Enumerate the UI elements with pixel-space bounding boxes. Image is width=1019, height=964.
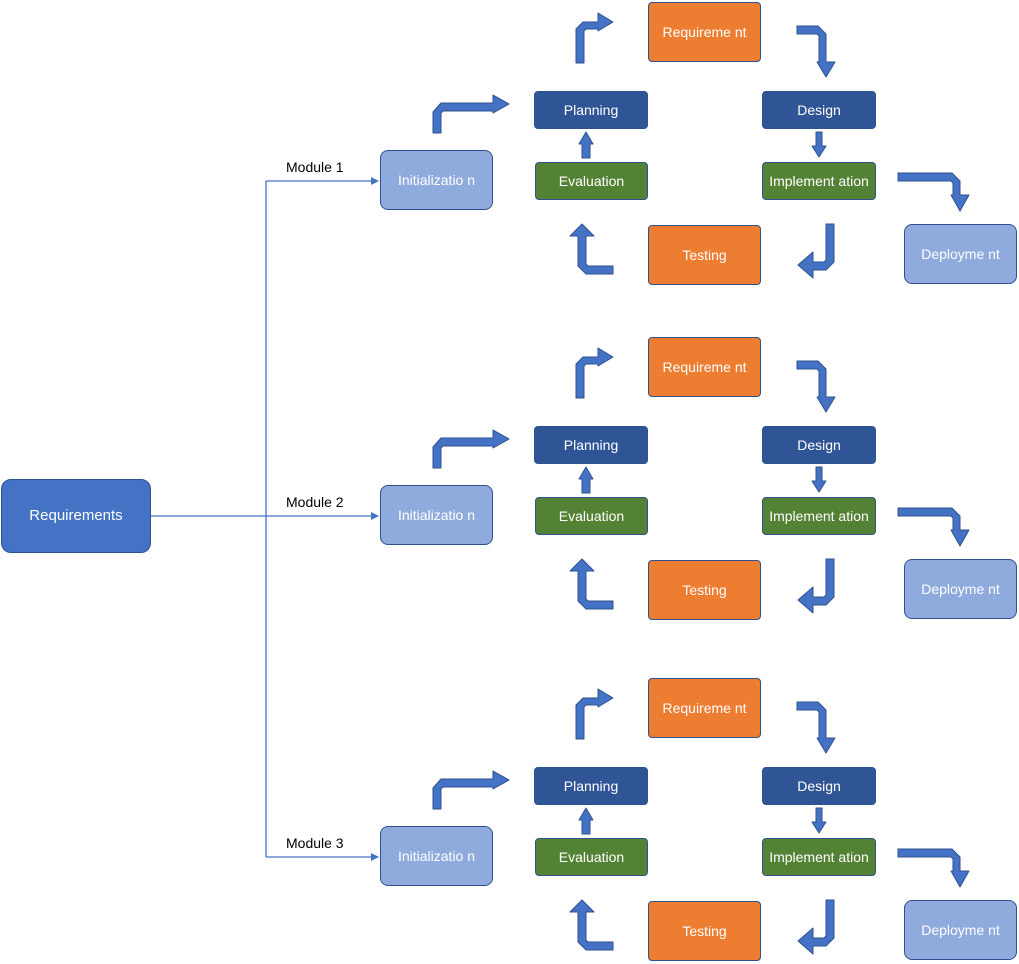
testing-label: Testing	[682, 247, 727, 263]
module-3-requirement-box: Requireme nt	[648, 678, 761, 738]
module-1-evaluation-box: Evaluation	[535, 162, 648, 200]
flow-arrows	[432, 12, 970, 955]
requirement-label: Requireme nt	[662, 359, 747, 375]
module-2-requirement-box: Requireme nt	[648, 337, 761, 397]
initialization-label: Initializatio n	[397, 507, 476, 523]
module-3-planning-box: Planning	[534, 767, 648, 805]
module-1-implementation-to-testing-arrow	[797, 223, 835, 279]
module-2-requirement-to-design-arrow	[796, 360, 836, 413]
module-1-implementation-to-deployment-arrow	[897, 172, 970, 212]
testing-label: Testing	[682, 582, 727, 598]
implementation-label: Implement ation	[769, 508, 869, 524]
module-1-design-box: Design	[762, 91, 876, 129]
module-2-implementation-box: Implement ation	[762, 497, 876, 535]
module-2-initialization-box: Initializatio n	[380, 485, 493, 545]
evaluation-label: Evaluation	[558, 849, 625, 865]
module-connectors	[151, 177, 379, 861]
module-1-deployment-box: Deployme nt	[904, 224, 1017, 284]
initialization-label: Initializatio n	[397, 848, 476, 864]
module-1-label: Module 1	[286, 159, 344, 175]
module-1-requirement-to-design-arrow	[796, 25, 836, 78]
module-3-implementation-box: Implement ation	[762, 838, 876, 876]
implementation-label: Implement ation	[769, 849, 869, 865]
module-3-evaluation-to-planning-arrow	[578, 807, 594, 835]
module-1-testing-to-evaluation-arrow	[569, 223, 614, 275]
module-1-init-to-planning-arrow	[432, 94, 510, 134]
design-label: Design	[797, 102, 841, 118]
module-3-implementation-to-deployment-arrow	[897, 848, 970, 888]
module-3-initialization-box: Initializatio n	[380, 826, 493, 886]
module-2-evaluation-to-planning-arrow	[578, 466, 594, 494]
module-2-planning-to-requirement-arrow	[575, 347, 614, 399]
design-label: Design	[797, 437, 841, 453]
connector-trunk	[151, 181, 267, 857]
module-3-testing-to-evaluation-arrow	[569, 899, 614, 951]
module-3-planning-to-requirement-arrow	[575, 688, 614, 740]
module-2-implementation-to-deployment-arrow	[897, 507, 970, 547]
module-2-testing-to-evaluation-arrow	[569, 558, 614, 610]
module-3-deployment-box: Deployme nt	[904, 900, 1017, 960]
module-3-requirement-to-design-arrow	[796, 701, 836, 754]
module-1-planning-box: Planning	[534, 91, 648, 129]
module-1-initialization-box: Initializatio n	[380, 150, 493, 210]
module-2-implementation-to-testing-arrow	[797, 558, 835, 614]
deployment-label: Deployme nt	[921, 246, 1000, 262]
requirements-box: Requirements	[1, 479, 151, 553]
module-2-design-box: Design	[762, 426, 876, 464]
evaluation-label: Evaluation	[558, 508, 625, 524]
requirements-label: Requirements	[29, 507, 123, 524]
module-1-testing-box: Testing	[648, 225, 761, 285]
module-2-label: Module 2	[286, 494, 344, 510]
testing-label: Testing	[682, 923, 727, 939]
module-3-evaluation-box: Evaluation	[535, 838, 648, 876]
module-2-evaluation-box: Evaluation	[535, 497, 648, 535]
requirement-label: Requireme nt	[662, 700, 747, 716]
deployment-label: Deployme nt	[921, 581, 1000, 597]
module-2-testing-box: Testing	[648, 560, 761, 620]
design-label: Design	[797, 778, 841, 794]
deployment-label: Deployme nt	[921, 922, 1000, 938]
module-3-label: Module 3	[286, 835, 344, 851]
module-2-init-to-planning-arrow	[432, 429, 510, 469]
module-1-design-to-implementation-arrow	[811, 131, 827, 158]
planning-label: Planning	[563, 102, 619, 118]
module-2-design-to-implementation-arrow	[811, 466, 827, 493]
module-3-testing-box: Testing	[648, 901, 761, 961]
module-2-planning-box: Planning	[534, 426, 648, 464]
initialization-label: Initializatio n	[397, 172, 476, 188]
module-1-evaluation-to-planning-arrow	[578, 131, 594, 159]
evaluation-label: Evaluation	[558, 173, 625, 189]
module-1-planning-to-requirement-arrow	[575, 12, 614, 64]
planning-label: Planning	[563, 778, 619, 794]
implementation-label: Implement ation	[769, 173, 869, 189]
module-1-implementation-box: Implement ation	[762, 162, 876, 200]
planning-label: Planning	[563, 437, 619, 453]
module-1-requirement-box: Requireme nt	[648, 2, 761, 62]
requirement-label: Requireme nt	[662, 24, 747, 40]
module-3-init-to-planning-arrow	[432, 770, 510, 810]
module-3-design-box: Design	[762, 767, 876, 805]
module-3-design-to-implementation-arrow	[811, 807, 827, 834]
module-3-implementation-to-testing-arrow	[797, 899, 835, 955]
module-2-deployment-box: Deployme nt	[904, 559, 1017, 619]
